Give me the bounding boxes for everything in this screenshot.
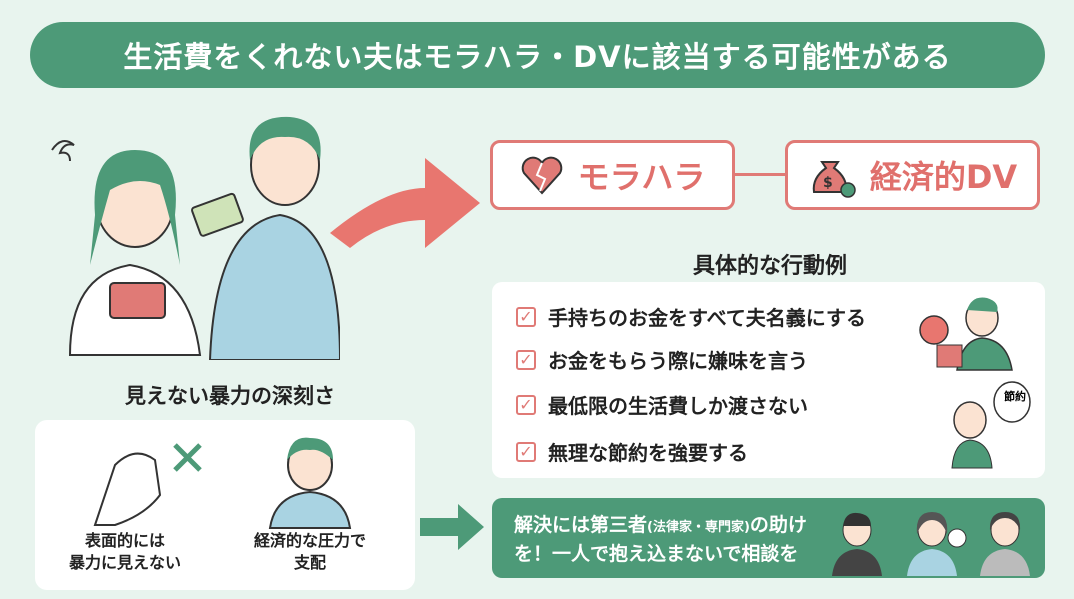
- checkbox-icon: ✓: [516, 394, 536, 415]
- green-arrow: [420, 504, 484, 550]
- item-text: お金をもらう際に嫌味を言う: [548, 349, 808, 373]
- tag-connector: [735, 173, 785, 176]
- action-illustrations: 節約: [919, 297, 1031, 469]
- item-text: 無理な節約を強要する: [548, 441, 748, 465]
- checkbox-icon: ✓: [516, 441, 536, 462]
- actions-heading: 具体的な行動例: [692, 254, 847, 279]
- tag-label: 経済的DV: [869, 158, 1018, 196]
- husband-figure: [191, 116, 340, 360]
- page-title: 生活費をくれない夫はモラハラ・DVに該当する可能性がある: [30, 22, 1045, 88]
- advisors-illustration: [832, 512, 1030, 576]
- invisible-heading: 見えない暴力の深刻さ: [125, 384, 335, 408]
- couple-illustration: [51, 116, 340, 360]
- point-economic: 経済的な圧力で支配: [253, 531, 366, 572]
- actions-list: ✓ 手持ちのお金をすべて夫名義にする ✓ お金をもらう際に嫌味を言う ✓ 最低限の生活…: [492, 282, 1045, 478]
- list-item: ✓ 手持ちのお金をすべて夫名義にする: [516, 302, 866, 331]
- wife-figure: [51, 140, 202, 356]
- red-arrow: [330, 158, 480, 248]
- broken-heart-icon: [521, 156, 562, 195]
- tag-label: モラハラ: [577, 158, 706, 196]
- fist-cross-icon: [93, 443, 202, 526]
- money-bag-chain-icon: $: [812, 161, 856, 198]
- point-surface: 表面的には暴力に見えない: [68, 531, 181, 572]
- checkbox-icon: ✓: [516, 349, 536, 370]
- checkbox-icon: ✓: [516, 306, 536, 327]
- item-text: 最低限の生活費しか渡さない: [548, 394, 808, 418]
- list-item: ✓ 最低限の生活費しか渡さない: [516, 390, 808, 419]
- bubble-text: 節約: [1004, 389, 1026, 403]
- list-item: ✓ お金をもらう際に嫌味を言う: [516, 345, 808, 374]
- item-text: 手持ちのお金をすべて夫名義にする: [548, 306, 866, 330]
- svg-text:$: $: [823, 175, 833, 191]
- tag-moral-harassment: モラハラ: [490, 140, 735, 210]
- list-item: ✓ 無理な節約を強要する: [516, 437, 748, 466]
- solution-box: 解決には第三者(法律家・専門家)の助け を！一人で抱え込まないで相談を: [492, 498, 1045, 578]
- invisible-card: 表面的には暴力に見えない 経済的な圧力で支配: [35, 420, 415, 590]
- tag-economic-dv: $ 経済的DV: [785, 140, 1040, 210]
- distressed-person-icon: [268, 437, 352, 529]
- solution-text: 解決には第三者(法律家・専門家)の助け を！一人で抱え込まないで相談を: [514, 514, 807, 565]
